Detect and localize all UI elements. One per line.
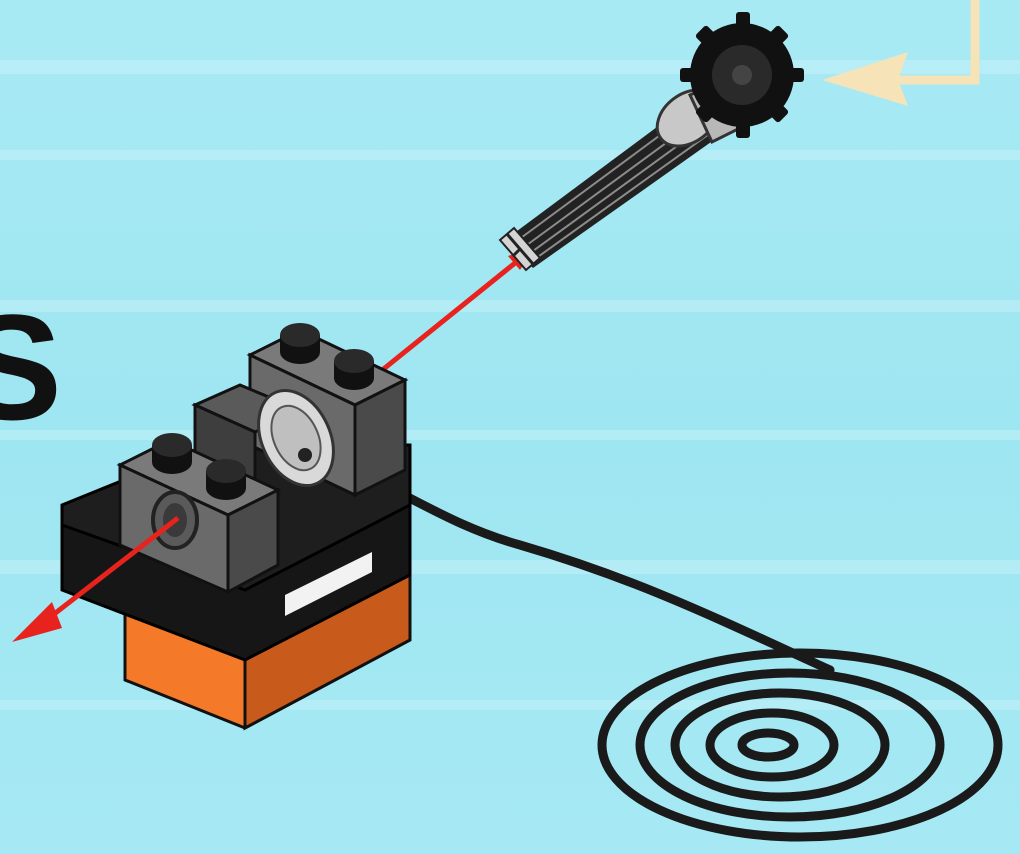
cutoff-text-fragment: S <box>0 292 62 442</box>
